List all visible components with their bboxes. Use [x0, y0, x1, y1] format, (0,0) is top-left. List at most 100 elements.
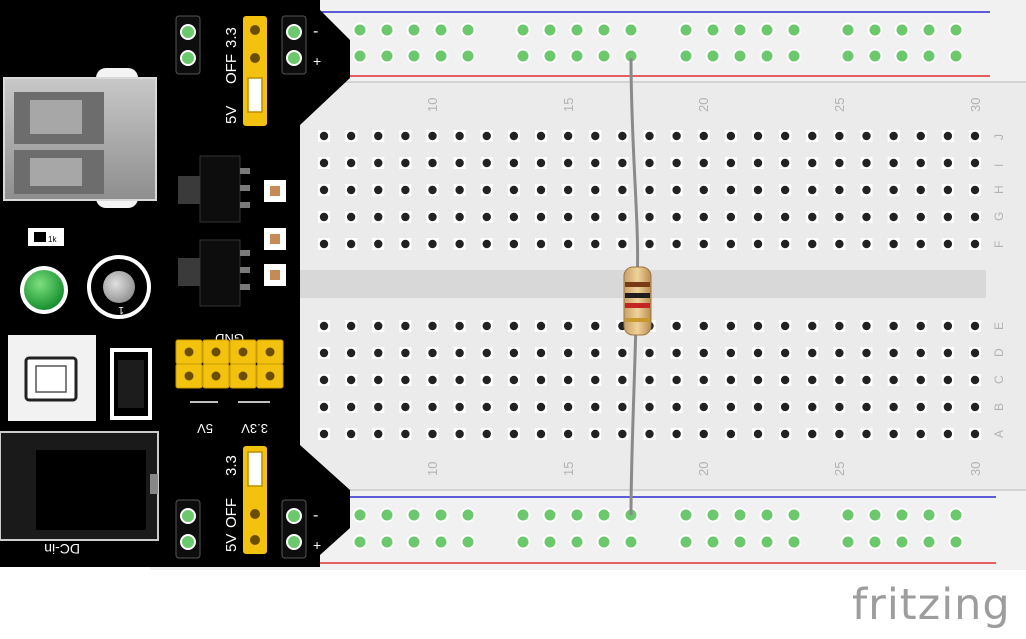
- breadboard-hole[interactable]: [591, 375, 600, 385]
- header-pin[interactable]: [265, 371, 275, 381]
- breadboard-hole[interactable]: [699, 348, 708, 358]
- rail-pin[interactable]: [948, 48, 964, 64]
- breadboard-hole[interactable]: [916, 131, 925, 141]
- breadboard-hole[interactable]: [943, 239, 953, 249]
- breadboard-hole[interactable]: [401, 131, 410, 141]
- breadboard-hole[interactable]: [536, 131, 546, 141]
- breadboard-hole[interactable]: [455, 158, 464, 168]
- breadboard-hole[interactable]: [970, 321, 980, 331]
- breadboard-hole[interactable]: [889, 375, 898, 385]
- breadboard-hole[interactable]: [672, 239, 681, 249]
- breadboard-hole[interactable]: [780, 402, 790, 412]
- breadboard-hole[interactable]: [699, 429, 708, 439]
- breadboard-hole[interactable]: [455, 185, 464, 195]
- rail-pin[interactable]: [460, 507, 476, 523]
- breadboard-hole[interactable]: [374, 321, 383, 331]
- rail-pin[interactable]: [867, 22, 883, 38]
- breadboard-hole[interactable]: [808, 239, 817, 249]
- breadboard-hole[interactable]: [943, 158, 953, 168]
- breadboard-hole[interactable]: [699, 185, 708, 195]
- breadboard-hole[interactable]: [536, 239, 546, 249]
- breadboard-hole[interactable]: [428, 185, 437, 195]
- breadboard-hole[interactable]: [401, 402, 410, 412]
- breadboard-hole[interactable]: [536, 321, 546, 331]
- breadboard-hole[interactable]: [862, 212, 871, 222]
- rail-pin[interactable]: [433, 48, 449, 64]
- breadboard-hole[interactable]: [374, 131, 383, 141]
- rail-pin[interactable]: [379, 48, 395, 64]
- breadboard-hole[interactable]: [591, 321, 600, 331]
- rail-pin[interactable]: [705, 48, 721, 64]
- breadboard-hole[interactable]: [428, 375, 437, 385]
- breadboard-hole[interactable]: [645, 131, 654, 141]
- rail-pin[interactable]: [948, 534, 964, 550]
- rail-pin[interactable]: [921, 22, 937, 38]
- rail-pin[interactable]: [786, 507, 802, 523]
- breadboard-hole[interactable]: [401, 158, 410, 168]
- breadboard-hole[interactable]: [374, 212, 383, 222]
- breadboard-hole[interactable]: [862, 131, 871, 141]
- breadboard-hole[interactable]: [563, 321, 573, 331]
- breadboard-hole[interactable]: [672, 402, 681, 412]
- breadboard-hole[interactable]: [753, 131, 763, 141]
- breadboard-hole[interactable]: [672, 212, 681, 222]
- breadboard-hole[interactable]: [753, 239, 763, 249]
- breadboard-hole[interactable]: [916, 212, 925, 222]
- breadboard-hole[interactable]: [563, 212, 573, 222]
- rail-pin[interactable]: [840, 534, 856, 550]
- breadboard-hole[interactable]: [428, 429, 437, 439]
- breadboard-hole[interactable]: [835, 185, 844, 195]
- rail-pin[interactable]: [515, 48, 531, 64]
- rail-pin[interactable]: [569, 22, 585, 38]
- pin[interactable]: [286, 508, 302, 524]
- breadboard-hole[interactable]: [943, 131, 953, 141]
- breadboard-hole[interactable]: [835, 321, 844, 331]
- rail-pin[interactable]: [759, 22, 775, 38]
- breadboard-hole[interactable]: [618, 212, 627, 222]
- breadboard-hole[interactable]: [401, 429, 410, 439]
- rail-pin[interactable]: [894, 48, 910, 64]
- breadboard-hole[interactable]: [645, 185, 654, 195]
- rail-pin[interactable]: [515, 22, 531, 38]
- breadboard-hole[interactable]: [645, 348, 654, 358]
- breadboard-hole[interactable]: [374, 402, 383, 412]
- breadboard-hole[interactable]: [346, 429, 356, 439]
- rail-pin[interactable]: [406, 48, 422, 64]
- breadboard-hole[interactable]: [726, 348, 736, 358]
- breadboard-hole[interactable]: [835, 429, 844, 439]
- breadboard-hole[interactable]: [428, 212, 437, 222]
- breadboard-hole[interactable]: [672, 429, 681, 439]
- breadboard-hole[interactable]: [672, 185, 681, 195]
- breadboard-hole[interactable]: [618, 185, 627, 195]
- header-pin[interactable]: [184, 347, 194, 357]
- breadboard-hole[interactable]: [319, 375, 329, 385]
- top-rail-pins-module[interactable]: [175, 15, 307, 75]
- rail-pin[interactable]: [786, 534, 802, 550]
- breadboard-hole[interactable]: [482, 185, 491, 195]
- breadboard-hole[interactable]: [618, 131, 627, 141]
- breadboard-hole[interactable]: [374, 239, 383, 249]
- breadboard-hole[interactable]: [536, 185, 546, 195]
- pin[interactable]: [180, 50, 196, 66]
- breadboard-hole[interactable]: [808, 185, 817, 195]
- breadboard-hole[interactable]: [509, 402, 519, 412]
- breadboard-hole[interactable]: [319, 321, 329, 331]
- rail-pin[interactable]: [352, 507, 368, 523]
- bottom-rail-pins-module[interactable]: [175, 499, 307, 559]
- rail-pin[interactable]: [678, 507, 694, 523]
- rail-pin[interactable]: [894, 534, 910, 550]
- breadboard-hole[interactable]: [835, 212, 844, 222]
- breadboard-hole[interactable]: [563, 131, 573, 141]
- pin[interactable]: [286, 50, 302, 66]
- pin[interactable]: [180, 508, 196, 524]
- rail-pin[interactable]: [542, 22, 558, 38]
- breadboard-hole[interactable]: [591, 348, 600, 358]
- breadboard-hole[interactable]: [726, 321, 736, 331]
- breadboard-hole[interactable]: [455, 348, 464, 358]
- breadboard-hole[interactable]: [753, 429, 763, 439]
- rail-pin[interactable]: [840, 48, 856, 64]
- breadboard-hole[interactable]: [808, 212, 817, 222]
- breadboard-hole[interactable]: [401, 239, 410, 249]
- breadboard-hole[interactable]: [455, 321, 464, 331]
